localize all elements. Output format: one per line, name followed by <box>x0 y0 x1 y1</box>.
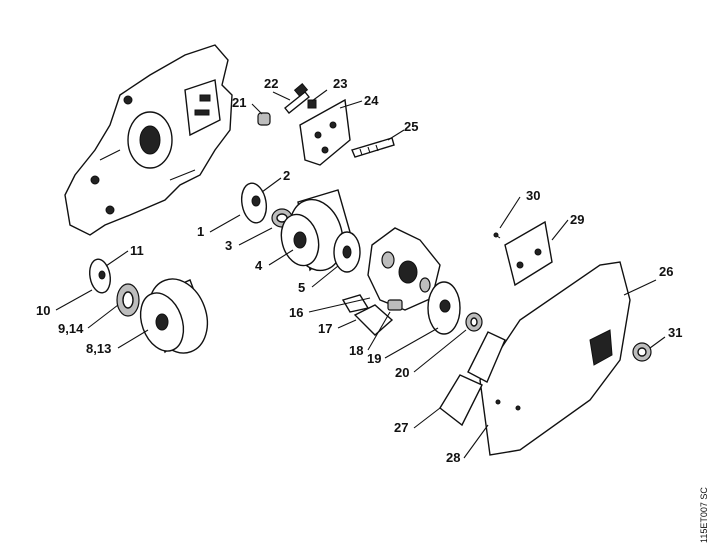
callout-9-14: 9,14 <box>58 321 84 336</box>
callout-2: 2 <box>283 168 290 183</box>
bearing-9-14-part <box>116 283 140 317</box>
callout-16: 16 <box>289 305 303 320</box>
washer-1-part <box>240 182 268 224</box>
callout-26: 26 <box>659 264 673 279</box>
callout-18: 18 <box>349 343 363 358</box>
callout-27: 27 <box>394 420 408 435</box>
clutch-shoe-17-part <box>341 294 394 336</box>
callout-10: 10 <box>36 303 50 318</box>
callout-23: 23 <box>333 76 347 91</box>
washer-5-part <box>333 231 361 273</box>
callout-30: 30 <box>526 188 540 203</box>
drawing-code: 115ET007 SC <box>699 487 709 543</box>
nut-23-part <box>307 99 317 109</box>
plate-28-part <box>467 331 506 405</box>
clutch-assembly-part <box>367 227 441 311</box>
callout-3: 3 <box>225 238 232 253</box>
pin-30-part <box>493 232 501 239</box>
nut-21-part <box>257 112 271 126</box>
washer-10-part <box>89 258 111 294</box>
plate-29-part <box>504 220 553 287</box>
callout-28: 28 <box>446 450 460 465</box>
callout-25: 25 <box>404 119 418 134</box>
callout-5: 5 <box>298 280 305 295</box>
callout-1: 1 <box>197 224 204 239</box>
callout-8-13: 8,13 <box>86 341 111 356</box>
crankcase-part <box>64 44 233 236</box>
guide-plate-27-part <box>439 374 483 427</box>
washer-19-part <box>427 281 461 335</box>
plate-24-part <box>299 98 351 166</box>
callout-4: 4 <box>255 258 263 273</box>
stud-25-part <box>351 137 395 158</box>
nut-31-part <box>632 342 652 362</box>
drum-8-13-part <box>139 278 209 354</box>
callout-31: 31 <box>668 325 682 340</box>
leader-lines <box>55 89 666 459</box>
callout-19: 19 <box>367 351 381 366</box>
nut-20-part <box>465 312 483 332</box>
spring-18-part <box>387 299 403 311</box>
callout-20: 20 <box>395 365 409 380</box>
clutch-drum-4-part <box>280 189 351 272</box>
callout-11: 11 <box>130 243 144 258</box>
screw-22-part <box>284 83 310 114</box>
callout-21: 21 <box>232 95 246 110</box>
callout-29: 29 <box>570 212 584 227</box>
callout-22: 22 <box>264 76 278 91</box>
sprocket-cover-26-part <box>479 261 631 456</box>
callout-17: 17 <box>318 321 332 336</box>
callout-24: 24 <box>364 93 379 108</box>
